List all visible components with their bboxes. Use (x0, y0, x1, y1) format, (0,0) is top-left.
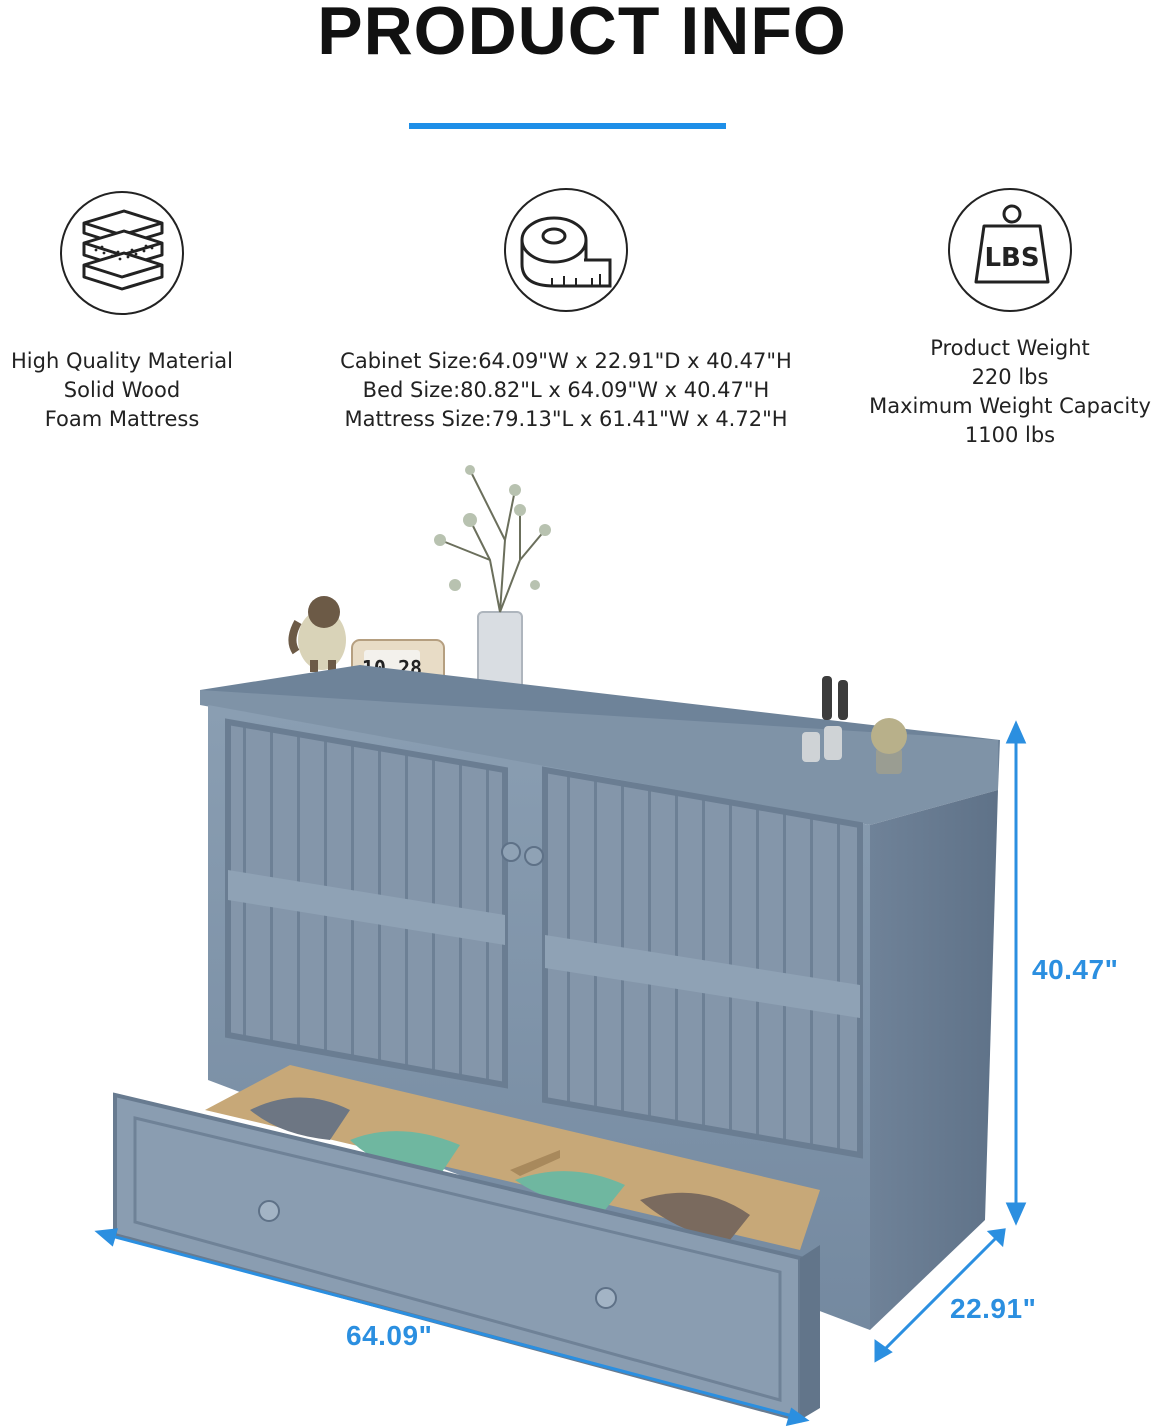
drawer-knob (595, 1287, 617, 1309)
material-line: Solid Wood (63, 378, 181, 402)
left-door (225, 718, 508, 1089)
dimension-lines (94, 720, 1027, 1427)
size-line: Mattress Size:79.13"L x 61.41"W x 4.72"H (344, 407, 788, 431)
tape-measure-icon (504, 188, 628, 312)
figurine (288, 596, 346, 672)
door-knob (524, 846, 544, 866)
door-knob (501, 842, 521, 862)
page-title: PRODUCT INFO (317, 0, 847, 69)
candles (802, 676, 848, 762)
width-dimension-label: 64.09" (346, 1320, 433, 1351)
foam-layers-icon (60, 191, 184, 315)
weight-line: Product Weight (930, 336, 1090, 360)
weight-line: Maximum Weight Capacity (869, 394, 1151, 418)
height-dimension-label: 40.47" (1032, 954, 1119, 985)
weight-lbs-icon: LBS (948, 188, 1072, 312)
right-door (542, 766, 863, 1159)
material-line: High Quality Material (11, 349, 233, 373)
succulent (871, 718, 907, 774)
material-spec: High Quality Material Solid Wood Foam Ma… (0, 347, 244, 434)
weight-icon-text: LBS (984, 243, 1039, 273)
drawer-knob (258, 1200, 280, 1222)
title-underline (409, 123, 726, 129)
drawer-interior (205, 1065, 820, 1250)
size-line: Cabinet Size:64.09"W x 22.91"D x 40.47"H (340, 349, 792, 373)
product-image: 10 28 (94, 465, 1027, 1427)
plant-vase (434, 465, 551, 693)
weight-line: 220 lbs (971, 365, 1049, 389)
size-line: Bed Size:80.82"L x 64.09"W x 40.47"H (362, 378, 770, 402)
weight-spec: Product Weight 220 lbs Maximum Weight Ca… (856, 334, 1164, 450)
weight-line: 1100 lbs (964, 423, 1056, 447)
material-line: Foam Mattress (44, 407, 200, 431)
size-spec: Cabinet Size:64.09"W x 22.91"D x 40.47"H… (316, 347, 816, 434)
depth-dimension-label: 22.91" (950, 1293, 1037, 1324)
